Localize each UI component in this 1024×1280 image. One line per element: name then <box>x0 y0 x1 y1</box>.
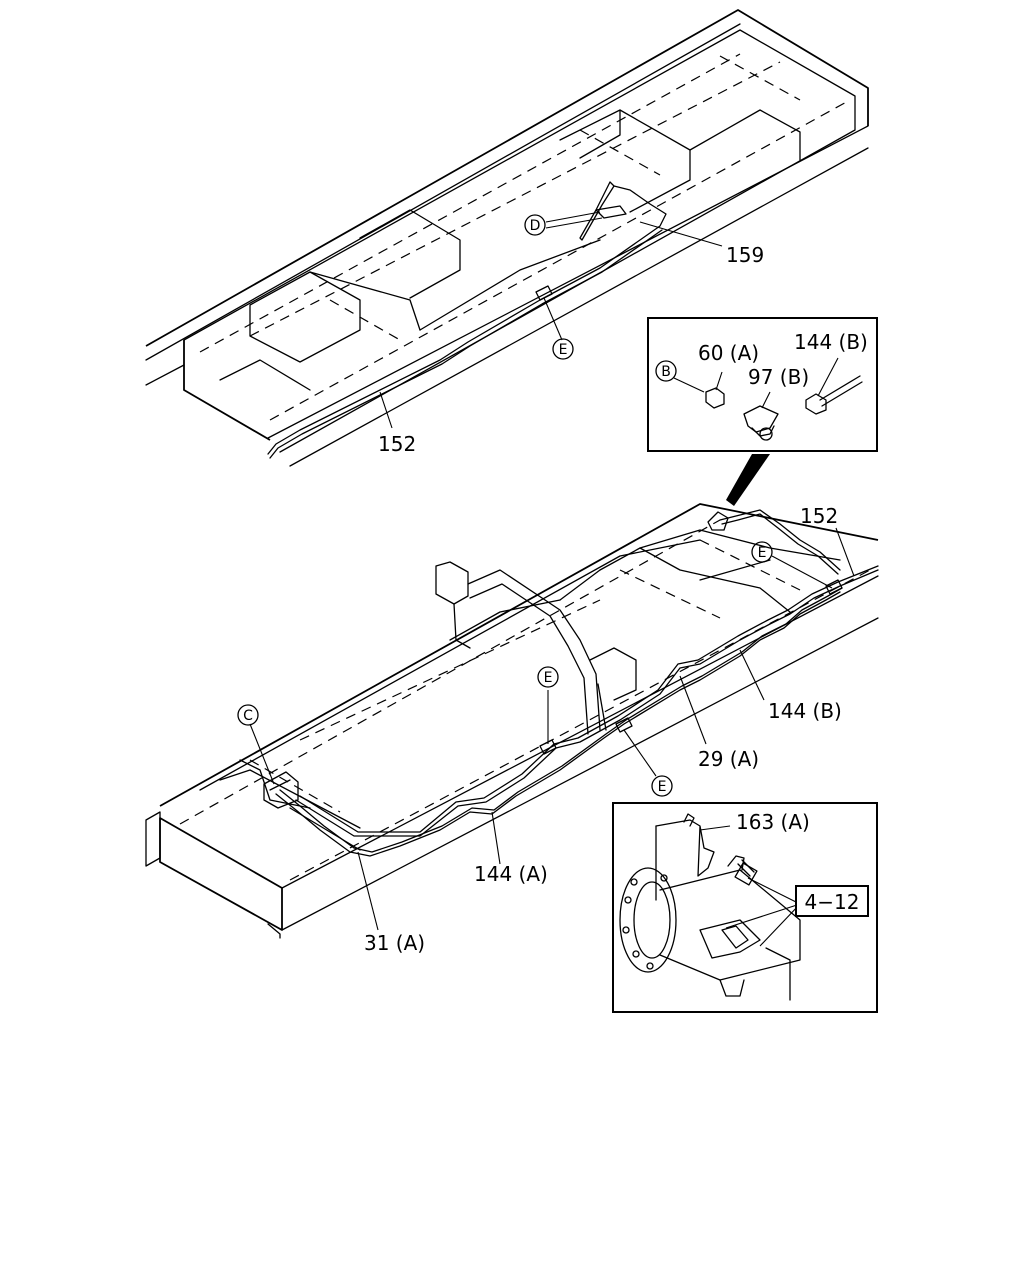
svg-text:E: E <box>544 670 553 686</box>
callout-29a: 29 (A) <box>698 747 759 771</box>
callout-152-mid: 152 <box>800 504 838 528</box>
callout-144b: 144 (B) <box>768 699 842 723</box>
callout-159: 159 <box>726 243 764 267</box>
callout-152-top: 152 <box>378 432 416 456</box>
lower-frame-assembly <box>145 503 879 939</box>
svg-text:B: B <box>661 364 671 380</box>
svg-text:D: D <box>530 218 541 234</box>
circle-ref-e-low: E <box>651 775 673 797</box>
circle-ref-e-right: E <box>751 541 773 563</box>
circle-ref-b-inset: B <box>655 360 677 382</box>
circle-ref-d-top: D <box>524 214 546 236</box>
circle-ref-c-left: C <box>237 704 259 726</box>
upper-frame-assembly <box>145 9 869 467</box>
callout-144a: 144 (A) <box>474 862 548 886</box>
inset-b-fitting <box>647 317 878 452</box>
callout-4-12-box <box>795 885 869 917</box>
inset-pointer <box>726 454 770 506</box>
callout-31a: 31 (A) <box>364 931 425 955</box>
svg-text:E: E <box>559 342 568 358</box>
svg-text:E: E <box>658 779 667 795</box>
callout-97b: 97 (B) <box>748 365 809 389</box>
circle-ref-e-mid: E <box>537 666 559 688</box>
callout-60a: 60 (A) <box>698 341 759 365</box>
circle-ref-e-top: E <box>552 338 574 360</box>
callout-4-12: 4−12 <box>805 890 860 914</box>
callout-163a: 163 (A) <box>736 810 810 834</box>
svg-text:C: C <box>243 708 253 724</box>
svg-text:E: E <box>758 545 767 561</box>
callout-144b-inset: 144 (B) <box>794 330 868 354</box>
